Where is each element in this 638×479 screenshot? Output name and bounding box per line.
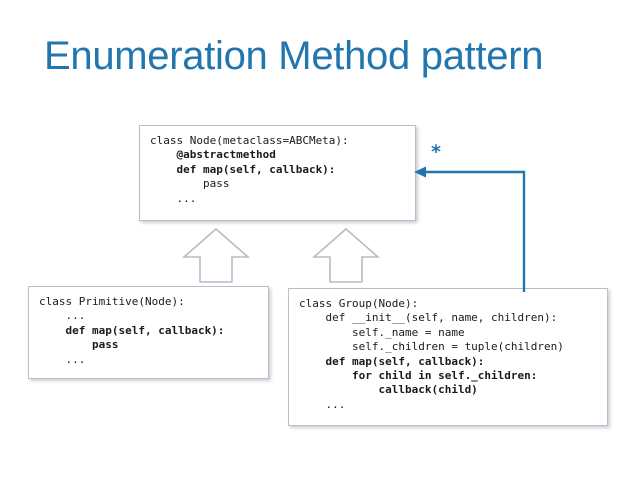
code-line: def map(self, callback): xyxy=(299,354,485,368)
code-line: pass xyxy=(150,177,230,191)
code-block-primitive: class Primitive(Node): ... def map(self,… xyxy=(29,287,268,367)
code-block-node: class Node(metaclass=ABCMeta): @abstract… xyxy=(140,126,415,206)
code-line: @abstractmethod xyxy=(150,148,276,162)
code-box-node: class Node(metaclass=ABCMeta): @abstract… xyxy=(139,125,416,221)
code-line: class Node(metaclass=ABCMeta): xyxy=(150,134,349,147)
code-line: pass xyxy=(39,338,119,352)
association-multiplicity-label: * xyxy=(431,141,441,163)
association-arrow-icon xyxy=(414,166,526,292)
code-line: class Group(Node): xyxy=(299,297,419,310)
code-block-group: class Group(Node): def __init__(self, na… xyxy=(289,289,607,412)
code-line: class Primitive(Node): xyxy=(39,295,185,308)
code-box-group: class Group(Node): def __init__(self, na… xyxy=(288,288,608,426)
code-line: def map(self, callback): xyxy=(150,162,336,176)
inheritance-arrow-icon xyxy=(312,227,380,283)
page-title: Enumeration Method pattern xyxy=(44,34,544,78)
code-line: ... xyxy=(39,352,86,366)
code-line: callback(child) xyxy=(299,383,478,397)
code-box-primitive: class Primitive(Node): ... def map(self,… xyxy=(28,286,269,379)
code-line: ... xyxy=(39,309,86,323)
code-line: for child in self._children: xyxy=(299,369,538,383)
code-line: self._name = name xyxy=(299,325,465,339)
inheritance-arrow-icon xyxy=(182,227,250,283)
code-line: def map(self, callback): xyxy=(39,323,225,337)
code-line: ... xyxy=(150,191,197,205)
code-line: ... xyxy=(299,397,346,411)
code-line: self._children = tuple(children) xyxy=(299,340,564,354)
code-line: def __init__(self, name, children): xyxy=(299,311,558,325)
